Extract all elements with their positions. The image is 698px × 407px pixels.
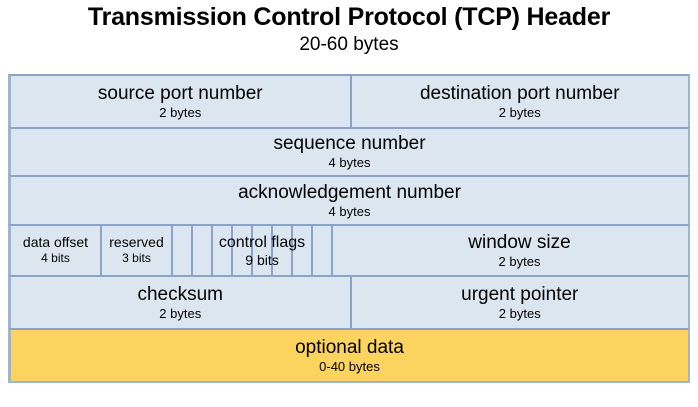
field-sequence-number: sequence number 4 bytes (11, 129, 688, 175)
field-label: optional data (295, 336, 404, 358)
field-source-port: source port number 2 bytes (11, 76, 350, 127)
control-flag-bit (251, 226, 271, 275)
field-urgent-pointer: urgent pointer 2 bytes (349, 277, 688, 328)
header-row-checksum-urgent: checksum 2 bytes urgent pointer 2 bytes (8, 275, 690, 328)
control-flag-bit (173, 226, 191, 275)
field-label: data offset (22, 234, 89, 250)
control-flag-bit (211, 226, 231, 275)
field-destination-port: destination port number 2 bytes (349, 76, 688, 127)
control-flag-bit (311, 226, 331, 275)
field-label: sequence number (273, 133, 426, 154)
field-label: checksum (137, 283, 224, 305)
field-size: 2 bytes (498, 305, 541, 321)
field-size: 2 bytes (159, 305, 202, 321)
field-label: reserved (109, 234, 164, 250)
field-size: 4 bytes (328, 155, 371, 170)
field-label: acknowledgement number (238, 181, 461, 203)
field-label: window size (468, 231, 571, 253)
field-checksum: checksum 2 bytes (11, 277, 350, 328)
control-flag-bit (191, 226, 211, 275)
field-size: 3 bits (122, 251, 151, 265)
field-optional-data: optional data 0-40 bytes (11, 330, 688, 381)
control-flag-bit (331, 226, 351, 275)
field-size: 4 bytes (328, 203, 371, 219)
field-control-flags: control flags 9 bits (171, 226, 351, 275)
field-reserved: reserved 3 bits (100, 226, 171, 275)
field-label: destination port number (419, 82, 620, 104)
header-row-offset-flags-window: data offset 4 bits reserved 3 bits contr… (8, 224, 690, 275)
field-size: 2 bytes (498, 104, 541, 120)
field-size: 2 bytes (498, 253, 541, 269)
header-row-options: optional data 0-40 bytes (8, 328, 690, 383)
field-size: 2 bytes (159, 104, 202, 120)
tcp-header-table: source port number 2 bytes destination p… (8, 74, 690, 383)
header-row-acknowledgement: acknowledgement number 4 bytes (8, 175, 690, 224)
field-size: 4 bits (41, 251, 70, 265)
control-flag-bit (271, 226, 291, 275)
header-row-ports: source port number 2 bytes destination p… (8, 74, 690, 127)
field-size: 0-40 bytes (319, 358, 380, 374)
header-row-sequence: sequence number 4 bytes (8, 127, 690, 175)
field-label: source port number (97, 82, 263, 104)
field-label: urgent pointer (461, 283, 579, 305)
diagram-title: Transmission Control Protocol (TCP) Head… (87, 3, 611, 31)
control-flag-bit (291, 226, 311, 275)
field-window-size: window size 2 bytes (351, 226, 688, 275)
field-data-offset: data offset 4 bits (11, 226, 100, 275)
field-acknowledgement-number: acknowledgement number 4 bytes (11, 177, 688, 224)
diagram-subtitle: 20-60 bytes (299, 34, 399, 55)
diagram-title-block: Transmission Control Protocol (TCP) Head… (0, 0, 698, 57)
control-flag-bit (231, 226, 251, 275)
